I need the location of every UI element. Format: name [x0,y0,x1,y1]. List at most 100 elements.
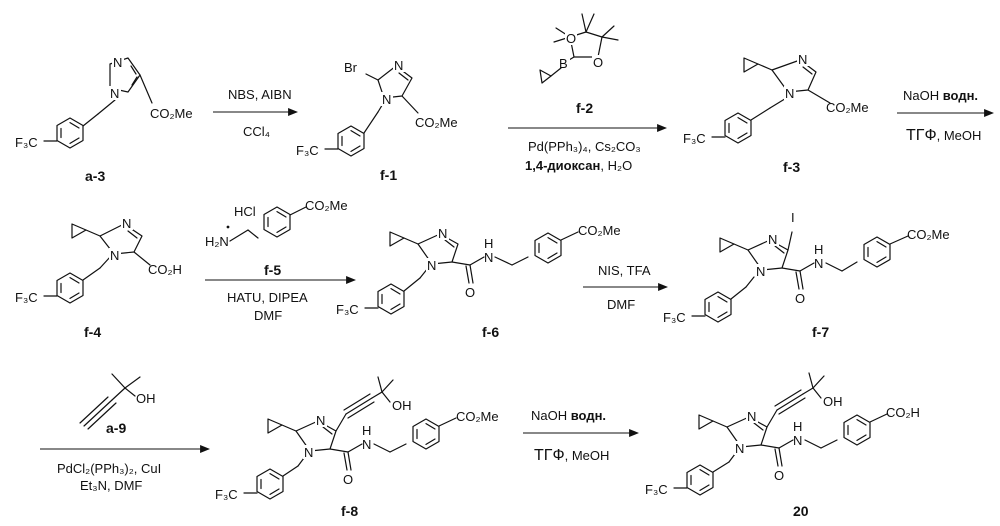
r3-base: NaOH [903,88,943,103]
r4-line1: HATU, DIPEA [227,290,308,305]
ester-label: CO₂Me [150,106,193,121]
amide-h-label: H [793,419,802,434]
r2-line1: Pd(PPh₃)₄, Cs₂CO₃ [528,139,641,154]
carbonyl-o-label: O [774,468,784,483]
amide-n-label: N [793,433,802,448]
n3-label: N [798,52,807,67]
hydroxyl-label: OH [823,394,843,409]
reagent-f2: B O O f-2 [540,14,618,116]
amide-n-label: N [814,256,823,271]
r2-solvent: 1,4-диоксан [525,158,600,173]
arrow-1: NBS, AIBN CCl₄ [213,87,297,139]
cf3-label: F₃C [683,131,706,146]
compound-f7: F₃C N N I O N H CO₂Me f-7 [663,210,950,340]
compound-20: F₃C N N OH O N H CO₂H 20 [645,373,920,519]
label-f2: f-2 [576,100,593,116]
r1-above: NBS, AIBN [228,87,292,102]
arrow-6: PdCl₂(PPh₃)₂, CuI Et₃N, DMF [40,449,209,493]
n3-label: N [122,216,131,231]
ester-label: CO₂Me [415,115,458,130]
oxygen-label: O [593,55,603,70]
label-f6: f-6 [482,324,499,340]
ester-label: CO₂Me [305,198,348,213]
label-f7: f-7 [812,324,829,340]
hcl-label: HCl [234,204,256,219]
acid-label: CO₂H [148,262,182,277]
r7-thf: ТГФ [534,447,565,464]
label-f8: f-8 [341,503,358,519]
compound-f4: F₃C N N CO₂H f-4 [15,216,182,340]
reagent-f5: HCl H₂N CO₂Me f-5 [205,198,348,278]
arrow-2: Pd(PPh₃)₄, Cs₂CO₃ 1,4-диоксан, H₂O [508,128,666,173]
svg-text:1,4-диоксан, H₂O: 1,4-диоксан, H₂O [525,158,632,173]
cf3-label: F₃C [663,310,686,325]
r6-line2: Et₃N, DMF [80,478,142,493]
amide-n-label: N [484,250,493,265]
carbonyl-o-label: O [343,472,353,487]
cf3-label: F₃C [15,290,38,305]
ester-label: CO₂Me [578,223,621,238]
arrow-4: HATU, DIPEA DMF [205,280,355,323]
oxygen-label: O [566,31,576,46]
compound-f6: F₃C N N O N H CO₂Me f-6 [336,223,621,340]
r6-line1: PdCl₂(PPh₃)₂, CuI [57,461,161,476]
r1-below: CCl₄ [243,124,270,139]
hydroxyl-label: OH [136,391,156,406]
compound-f3: F₃C N N CO₂Me f-3 [683,52,869,175]
n1-label: N [785,86,794,101]
arrow-7: NaOH водн. ТГФ, MeOH [523,408,638,464]
hydroxyl-label: OH [392,398,412,413]
acid-label: CO₂H [886,405,920,420]
n1-label: N [756,264,765,279]
label-f5: f-5 [264,262,281,278]
label-a3: a-3 [85,168,105,184]
amide-h-label: H [362,423,371,438]
r7-meoh: , MeOH [565,448,610,463]
svg-text:ТГФ, MeOH: ТГФ, MeOH [534,447,609,464]
arrow-5: NIS, TFA DMF [583,263,667,312]
svg-text:NaOH водн.: NaOH водн. [903,88,978,103]
amide-h-label: H [814,242,823,257]
svg-text:NaOH водн.: NaOH водн. [531,408,606,423]
n1-label: N [427,258,436,273]
reagent-a9: OH a-9 [80,374,156,436]
label-20: 20 [793,503,809,519]
r3-aq: водн. [943,88,978,103]
bromo-label: Br [344,60,358,75]
amide-h-label: H [484,236,493,251]
n3-label: N [113,55,122,70]
cf3-label: F₃C [645,482,668,497]
iodo-label: I [791,210,795,225]
r5-above: NIS, TFA [598,263,651,278]
n3-label: N [394,58,403,73]
cf3-label: F₃C [296,143,319,158]
ester-label: CO₂Me [907,227,950,242]
amine-label: H₂N [205,234,229,249]
n3-label: N [438,226,447,241]
n1-label: N [735,441,744,456]
label-f3: f-3 [783,159,800,175]
n1-label: N [304,445,313,460]
n1-label: N [110,248,119,263]
ester-label: CO₂Me [826,100,869,115]
r7-aq: водн. [571,408,606,423]
n1-label: N [110,86,119,101]
r3-thf: ТГФ [906,127,937,144]
r5-below: DMF [607,297,635,312]
amide-n-label: N [362,437,371,452]
r7-base: NaOH [531,408,571,423]
r4-line2: DMF [254,308,282,323]
arrow-3: NaOH водн. ТГФ, MeOH [897,88,993,144]
cf3-label: F₃C [15,135,38,150]
compound-f1: F₃C N N Br CO₂Me f-1 [296,58,458,183]
carbonyl-o-label: O [795,291,805,306]
n1-label: N [382,92,391,107]
carbonyl-o-label: O [465,285,475,300]
cf3-label: F₃C [215,487,238,502]
r2-water: , H₂O [600,158,632,173]
ester-label: CO₂Me [456,409,499,424]
label-a9: a-9 [106,420,126,436]
cf3-label: F₃C [336,302,359,317]
compound-f8: F₃C N N OH O N H CO₂Me f-8 [215,377,499,519]
